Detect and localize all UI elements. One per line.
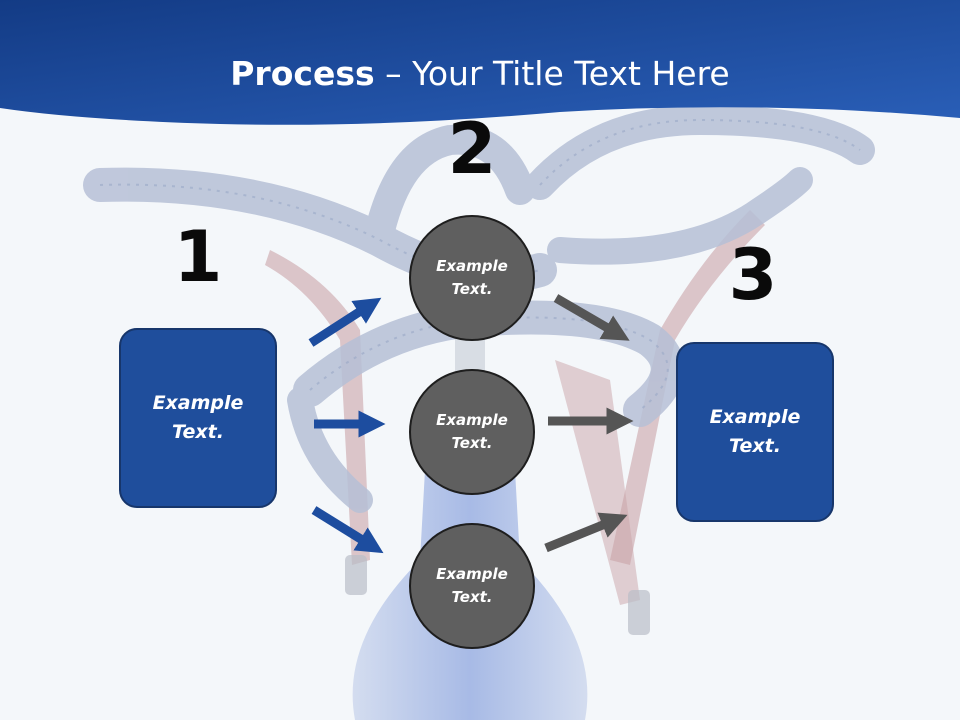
step-1-box: Example Text. xyxy=(119,328,277,508)
circle-top-line2: Text. xyxy=(451,280,493,298)
step-number-2: 2 xyxy=(447,108,497,190)
title-bold: Process xyxy=(230,54,375,93)
gray-arrow-down xyxy=(553,294,630,341)
circle-bottom-line2: Text. xyxy=(451,588,493,606)
step-2-circle-bottom: Example Text. xyxy=(409,523,535,649)
blue-arrow-up xyxy=(308,297,382,347)
step-1-box-line1: Example xyxy=(152,392,244,414)
gray-arrow-up xyxy=(544,512,628,553)
circle-top-line1: Example xyxy=(436,257,508,275)
step-2-circle-top: Example Text. xyxy=(409,215,535,341)
circle-middle-line2: Text. xyxy=(451,434,493,452)
circle-middle-line1: Example xyxy=(436,411,508,429)
step-1-box-line2: Text. xyxy=(172,421,224,443)
step-3-box-line2: Text. xyxy=(729,435,781,457)
step-2-circle-middle: Example Text. xyxy=(409,369,535,495)
title-rest: Your Title Text Here xyxy=(412,54,730,93)
step-number-3: 3 xyxy=(728,234,778,316)
step-3-box: Example Text. xyxy=(676,342,834,522)
blue-arrow-down xyxy=(311,506,384,554)
step-number-1: 1 xyxy=(173,216,223,298)
slide-title: Process – Your Title Text Here xyxy=(0,52,960,96)
circle-bottom-line1: Example xyxy=(436,565,508,583)
title-separator: – xyxy=(374,54,413,93)
step-3-box-line1: Example xyxy=(709,406,801,428)
